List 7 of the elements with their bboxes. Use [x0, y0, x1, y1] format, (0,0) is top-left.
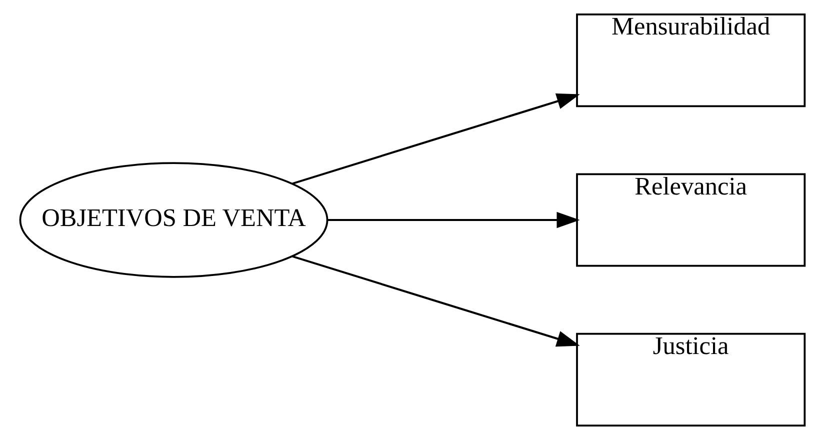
node-ellipse: OBJETIVOS DE VENTA	[18, 162, 328, 278]
node-box: Relevancia	[576, 173, 806, 267]
arrow	[292, 255, 580, 347]
node-box: Mensurabilidad	[576, 14, 806, 108]
arrow	[326, 212, 580, 228]
arrow	[292, 93, 580, 185]
node-box: Justicia	[576, 332, 806, 426]
